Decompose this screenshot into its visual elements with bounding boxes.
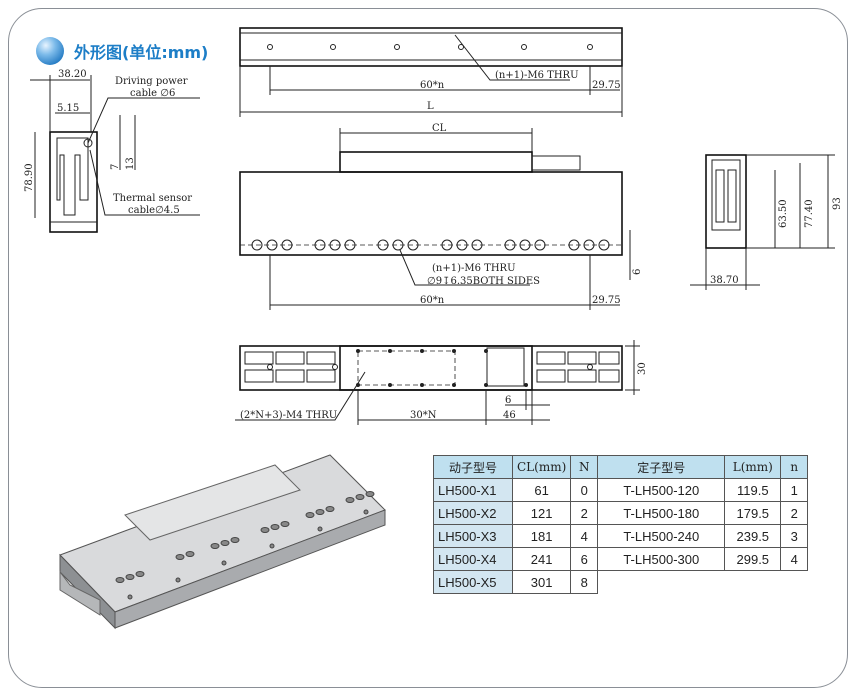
top-pitch: 60*n: [420, 80, 445, 91]
cell-l: 179.5: [724, 501, 782, 525]
table-row: LH500-X1 61 0 T-LH500-120 119.5 1: [433, 478, 809, 502]
cell-n-lower: 3: [780, 524, 809, 548]
front-end: 29.75: [592, 295, 621, 306]
cell-mover: LH500-X2: [433, 501, 513, 525]
end-h3: 93: [832, 197, 843, 210]
dim-width: 38.20: [58, 69, 87, 80]
col-stator-model: 定子型号: [597, 455, 726, 479]
col-l: L(mm): [724, 455, 782, 479]
side-view: 38.20 5.15 78.90 7 13 Driving power cabl…: [24, 69, 200, 233]
cell-stator: T-LH500-180: [597, 501, 726, 525]
cell-stator: T-LH500-240: [597, 524, 726, 548]
table-row: LH500-X5 301 8: [433, 570, 808, 594]
col-n-lower: n: [780, 455, 809, 479]
cell-n: 4: [570, 524, 599, 548]
cell-stator: T-LH500-120: [597, 478, 726, 502]
front-cl: CL: [432, 123, 447, 134]
cell-cl: 241: [511, 547, 572, 571]
top-holes-label: (n+1)-M6 THRU: [495, 70, 579, 81]
cell-cl: 181: [511, 524, 572, 548]
front-view: CL (n+1)-M6 THRU ∅9↧6.35BOTH SIDES 60*n …: [239, 123, 643, 310]
cell-n-lower: 4: [780, 547, 809, 571]
cell-n-lower: 2: [780, 501, 809, 525]
sensor-cable-label: Thermal sensor: [113, 193, 192, 204]
cell-mover: LH500-X5: [433, 570, 513, 594]
end-h2: 77.40: [804, 199, 815, 228]
cell-mover: LH500-X4: [433, 547, 513, 571]
cell-n: 2: [570, 501, 599, 525]
front-pitch: 60*n: [420, 295, 445, 306]
cell-stator: T-LH500-300: [597, 547, 726, 571]
cell-n: 0: [570, 478, 599, 502]
bottom-dim-30: 30: [637, 362, 648, 375]
cell-cl: 61: [511, 478, 572, 502]
col-cl: CL(mm): [511, 455, 572, 479]
section-title: 外形图(单位:mm): [36, 36, 208, 66]
bottom-dim-6: 6: [505, 395, 511, 406]
cell-l: 119.5: [724, 478, 782, 502]
sensor-cable-label-2: cable∅4.5: [128, 205, 180, 216]
dim-13: 13: [125, 157, 136, 170]
table-header-row: 动子型号 CL(mm) N 定子型号 L(mm) n: [433, 455, 809, 479]
cell-mover: LH500-X3: [433, 524, 513, 548]
cell-n: 8: [570, 570, 599, 594]
table-row: LH500-X2 121 2 T-LH500-180 179.5 2: [433, 501, 809, 525]
dim-height: 78.90: [24, 163, 35, 192]
end-view: 63.50 77.40 93 38.70: [690, 154, 843, 290]
top-length: L: [427, 101, 434, 112]
cell-n: 6: [570, 547, 599, 571]
table-row: LH500-X3 181 4 T-LH500-240 239.5 3: [433, 524, 809, 548]
table-row: LH500-X4 241 6 T-LH500-300 299.5 4: [433, 547, 809, 571]
power-cable-label-2: cable ∅6: [130, 88, 175, 99]
end-width: 38.70: [710, 275, 739, 286]
page-frame: [8, 8, 848, 688]
section-title-text: 外形图(单位:mm): [74, 43, 209, 62]
cell-mover: LH500-X1: [433, 478, 513, 502]
cell-cl: 121: [511, 501, 572, 525]
cell-n-lower: 1: [780, 478, 809, 502]
dim-offset: 5.15: [57, 103, 79, 114]
bottom-dim-46: 46: [503, 410, 516, 421]
bullet-ball-icon: [36, 37, 64, 65]
spec-table: 动子型号 CL(mm) N 定子型号 L(mm) n LH500-X1 61 0…: [433, 455, 809, 594]
bottom-holes-label: (2*N+3)-M4 THRU: [240, 410, 337, 421]
power-cable-label: Driving power: [115, 76, 188, 87]
dim-7: 7: [110, 164, 121, 170]
bottom-pitch: 30*N: [410, 410, 437, 421]
cell-l: 299.5: [724, 547, 782, 571]
cell-l: 239.5: [724, 524, 782, 548]
front-counterbore-label: ∅9↧6.35BOTH SIDES: [427, 276, 540, 287]
bottom-view: (2*N+3)-M4 THRU 30*N 6 46 30: [235, 340, 648, 425]
isometric-view: [59, 454, 386, 630]
col-mover-model: 动子型号: [433, 455, 513, 479]
top-view: (n+1)-M6 THRU 60*n 29.75 L: [239, 27, 623, 117]
end-h1: 63.50: [778, 199, 789, 228]
empty-cell: [598, 571, 808, 594]
front-holes-label: (n+1)-M6 THRU: [432, 263, 516, 274]
front-dim-6: 6: [632, 269, 643, 275]
cell-cl: 301: [511, 570, 572, 594]
top-end: 29.75: [592, 80, 621, 91]
col-n-upper: N: [570, 455, 599, 479]
